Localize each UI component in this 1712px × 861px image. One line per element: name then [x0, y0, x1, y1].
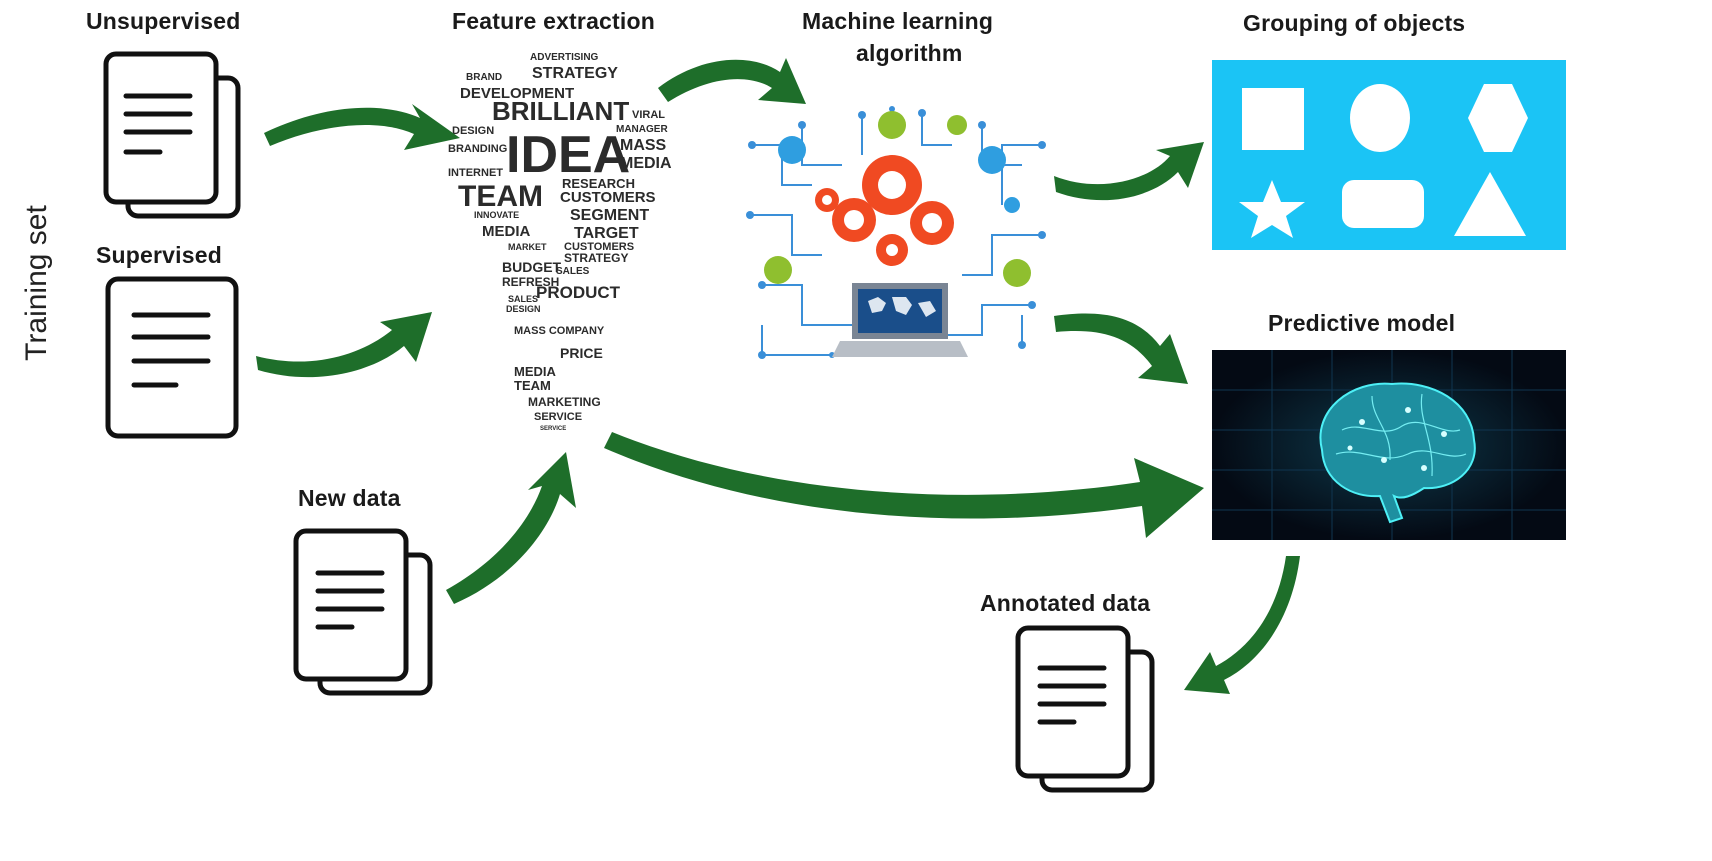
grouping-label: Grouping of objects: [1243, 10, 1466, 36]
arrow-supervised-to-features: [256, 312, 432, 378]
cloud-word: TEAM: [458, 180, 543, 213]
feature-extraction-label: Feature extraction: [452, 8, 655, 34]
cloud-word: INNOVATE: [474, 210, 519, 220]
circle-shape-icon: [1350, 84, 1410, 152]
triangle-shape-icon: [1454, 172, 1526, 236]
cloud-word: PRODUCT: [536, 283, 621, 302]
predictive-model-label: Predictive model: [1268, 310, 1456, 336]
cloud-word: CUSTOMERS: [564, 241, 634, 253]
arrow-predictive-to-annotated: [1184, 556, 1300, 694]
cloud-word: DESIGN: [506, 304, 541, 314]
cloud-word: MANAGER: [616, 124, 668, 135]
cloud-word: SERVICE: [534, 411, 582, 423]
cloud-word: MASS COMPANY: [514, 325, 605, 337]
ml-algorithm-label-line2: algorithm: [856, 40, 963, 66]
grouping-shapes-panel: [1212, 60, 1566, 250]
cloud-word: SALES: [508, 294, 538, 304]
cloud-word: VIRAL: [632, 109, 665, 121]
cloud-word: PRICE: [560, 345, 603, 361]
cloud-word: TARGET: [574, 225, 639, 242]
annotated-data-label: Annotated data: [980, 590, 1151, 616]
supervised-document-icon: [104, 275, 240, 440]
rounded-rectangle-shape-icon: [1342, 180, 1424, 228]
arrow-features-to-ml: [658, 58, 806, 104]
arrow-ml-to-grouping: [1054, 142, 1204, 201]
cloud-word: STRATEGY: [532, 65, 618, 82]
cloud-word: CUSTOMERS: [560, 189, 656, 206]
star-shape-icon: [1239, 180, 1305, 238]
unsupervised-document-stack-icon: [100, 48, 250, 223]
cloud-word: SALES: [556, 266, 590, 277]
cloud-word: RESEARCH: [562, 176, 635, 191]
arrow-features-to-predictive: [604, 432, 1204, 538]
cloud-word: ADVERTISING: [530, 52, 599, 63]
feature-extraction-lightbulb-icon: ADVERTISING STRATEGY BRAND DEVELOPMENT B…: [436, 40, 686, 440]
cloud-word: DEVELOPMENT: [460, 85, 574, 102]
cloud-word: BRANDING: [448, 143, 507, 155]
cloud-word: MARKETING: [528, 395, 601, 409]
cloud-word: SEGMENT: [570, 207, 649, 224]
supervised-label: Supervised: [96, 242, 222, 268]
brain-icon: [1319, 382, 1476, 524]
hexagon-shape-icon: [1468, 84, 1528, 152]
cloud-word: BUDGET: [502, 259, 562, 275]
cloud-word: REFRESH: [502, 275, 559, 289]
cloud-word: MASS: [620, 137, 667, 154]
predictive-model-brain-panel: [1212, 350, 1566, 540]
cloud-word: BRILLIANT: [492, 96, 629, 126]
cloud-word: INTERNET: [448, 167, 503, 179]
new-data-label: New data: [298, 485, 401, 511]
arrow-unsupervised-to-features: [264, 104, 460, 150]
ml-gears-laptop-icon: [742, 105, 1052, 375]
cloud-word: MARKET: [508, 242, 547, 252]
cloud-word: DESIGN: [452, 125, 494, 137]
ml-algorithm-label-line1: Machine learning: [802, 8, 994, 34]
new-data-document-stack-icon: [290, 525, 440, 700]
cloud-word: BRAND: [466, 72, 502, 83]
cloud-word: MEDIA: [482, 223, 531, 240]
cloud-word: MEDIA: [514, 364, 557, 379]
arrow-newdata-to-features: [446, 452, 576, 604]
cloud-word: IDEA: [506, 126, 630, 184]
annotated-document-stack-icon: [1012, 622, 1162, 797]
cloud-word: MEDIA: [620, 155, 672, 172]
cloud-word: STRATEGY: [564, 251, 628, 265]
cloud-word: TEAM: [514, 378, 551, 393]
square-shape-icon: [1242, 88, 1304, 150]
unsupervised-label: Unsupervised: [86, 8, 241, 34]
cloud-word: SERVICE: [540, 426, 566, 432]
arrow-ml-to-predictive: [1054, 313, 1188, 384]
